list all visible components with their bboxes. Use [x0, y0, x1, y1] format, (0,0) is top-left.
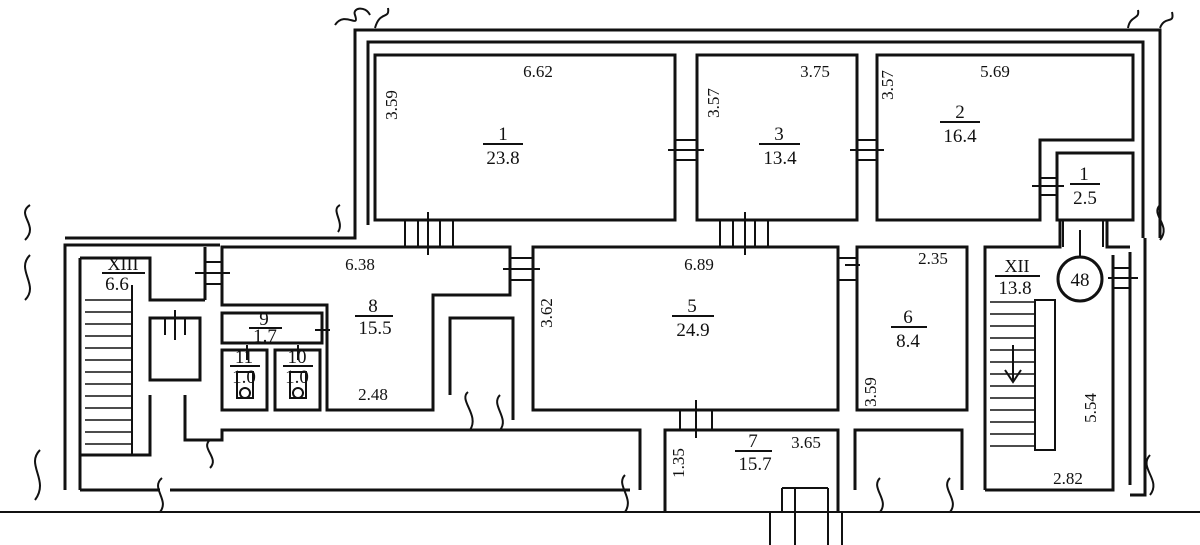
room-3-number: 3	[774, 124, 784, 145]
room-5-outline	[531, 245, 840, 412]
room-6-number: 6	[903, 307, 913, 328]
room-2-outline	[875, 53, 1135, 222]
dim-room6-width: 2.35	[918, 249, 948, 268]
room-1-area: 2.5	[1073, 188, 1097, 209]
dim-room2-height: 3.57	[878, 70, 897, 100]
room-10-number: 10	[288, 347, 307, 368]
dim-room5-height: 3.62	[537, 298, 556, 328]
room-3-area: 13.4	[763, 148, 797, 169]
room-XII-number: XII	[1005, 256, 1030, 276]
dim-stair-width: 2.82	[1053, 469, 1083, 488]
passage-outline	[448, 316, 515, 420]
room-lower-right-outline	[853, 428, 964, 490]
dim-room8-width: 6.38	[345, 255, 375, 274]
dim-room7-width: 3.65	[791, 433, 821, 452]
circle-marker	[1056, 230, 1104, 303]
dim-room4-height: 3.59	[382, 90, 401, 120]
room-5-area: 24.9	[676, 320, 709, 341]
dim-room4-width: 6.62	[523, 62, 553, 81]
room-XIII-area: 6.6	[105, 274, 129, 295]
exterior-walls	[63, 28, 1162, 497]
room-XIII-outline	[80, 247, 642, 490]
dim-stair-length: 5.54	[1081, 393, 1100, 423]
room-2-area: 16.4	[943, 126, 977, 147]
room-7-outline	[663, 428, 843, 545]
room-3-outline	[695, 53, 859, 222]
room-XII-outline	[983, 220, 1130, 492]
dim-room6-height: 3.59	[861, 377, 880, 407]
room-8-area: 15.5	[358, 318, 391, 339]
room-7-number: 7	[748, 431, 758, 452]
room-8-number: 8	[368, 296, 378, 317]
room-11-area: 1.0	[232, 367, 256, 388]
room-8-outline	[220, 245, 512, 412]
toilet-icons	[236, 371, 307, 399]
room-4-number: 1	[498, 124, 508, 145]
dim-room8-depth: 2.48	[358, 385, 388, 404]
room-XII-area: 13.8	[998, 278, 1031, 299]
room-11-outline	[220, 348, 269, 412]
door-marks	[164, 139, 1138, 438]
room-4-outline	[373, 53, 677, 222]
room-6-area: 8.4	[896, 331, 920, 352]
room-XIII-number: XIII	[108, 254, 139, 274]
down-arrow-icon	[1004, 345, 1022, 384]
room-4-area: 23.8	[486, 148, 519, 169]
stair-left	[85, 285, 133, 455]
room-2-number: 2	[955, 102, 965, 123]
dim-room7-height: 1.35	[669, 448, 688, 478]
room-10-area: 1.0	[285, 367, 309, 388]
room-1-outline	[1055, 151, 1135, 222]
dim-room5-width: 6.89	[684, 255, 714, 274]
room-11-number: 11	[235, 347, 253, 368]
room-9-number: 9	[259, 309, 269, 330]
break-lines	[24, 7, 1174, 513]
room-1-number: 1	[1079, 164, 1089, 185]
room-6-outline	[855, 245, 969, 412]
room-5-number: 5	[687, 296, 697, 317]
room-7-area: 15.7	[738, 454, 771, 475]
dim-room3-height: 3.57	[704, 88, 723, 118]
room-9-area: 1.7	[253, 326, 277, 347]
dim-room2-width: 5.69	[980, 62, 1010, 81]
dim-room3-width: 3.75	[800, 62, 830, 81]
circle-marker-label: 48	[1071, 270, 1090, 291]
